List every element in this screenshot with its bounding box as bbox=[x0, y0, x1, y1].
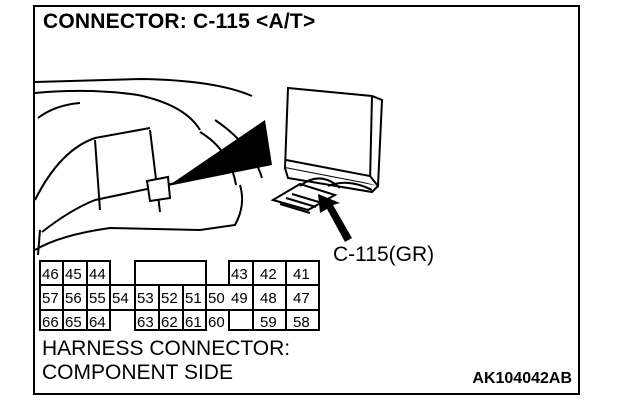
pin-49: 49 bbox=[231, 290, 248, 307]
pin-46: 46 bbox=[42, 266, 59, 283]
pin-66: 66 bbox=[42, 314, 59, 331]
connector-callout-label: C-115(GR) bbox=[333, 243, 435, 266]
pin-54: 54 bbox=[112, 290, 129, 307]
caption-line-1: HARNESS CONNECTOR: bbox=[42, 337, 291, 360]
pin-45: 45 bbox=[65, 266, 82, 283]
pin-58: 58 bbox=[293, 314, 310, 331]
pointer-wedge bbox=[168, 120, 272, 186]
dashboard-sketch bbox=[34, 77, 263, 256]
access-panel bbox=[145, 175, 172, 203]
pin-56: 56 bbox=[65, 290, 82, 307]
pin-55: 55 bbox=[89, 290, 106, 307]
callout-arrow bbox=[318, 194, 352, 242]
pin-44: 44 bbox=[89, 266, 106, 283]
pin-48: 48 bbox=[260, 290, 277, 307]
connector-plug bbox=[270, 177, 373, 214]
pin-57: 57 bbox=[42, 290, 59, 307]
pin-50: 50 bbox=[208, 290, 225, 307]
pin-53: 53 bbox=[137, 290, 154, 307]
diagram-title: CONNECTOR: C-115 <A/T> bbox=[43, 10, 316, 33]
pin-59: 59 bbox=[260, 314, 277, 331]
pin-62: 62 bbox=[161, 314, 178, 331]
pin-47: 47 bbox=[293, 290, 310, 307]
pin-61: 61 bbox=[185, 314, 202, 331]
pin-43: 43 bbox=[231, 266, 248, 283]
pin-42: 42 bbox=[260, 266, 277, 283]
figure-code: AK104042AB bbox=[472, 370, 572, 387]
pin-65: 65 bbox=[65, 314, 82, 331]
pin-52: 52 bbox=[161, 290, 178, 307]
pin-64: 64 bbox=[89, 314, 106, 331]
control-unit-box bbox=[283, 86, 384, 194]
diagram-frame bbox=[33, 5, 580, 395]
pin-41: 41 bbox=[293, 266, 310, 283]
pin-51: 51 bbox=[185, 290, 202, 307]
pin-63: 63 bbox=[137, 314, 154, 331]
pin-60: 60 bbox=[208, 314, 225, 331]
pin-numbers: 46 45 44 57 56 55 54 66 65 64 53 52 51 5… bbox=[42, 266, 310, 331]
caption-line-2: COMPONENT SIDE bbox=[42, 361, 233, 384]
pin-layout-outline bbox=[39, 260, 320, 331]
